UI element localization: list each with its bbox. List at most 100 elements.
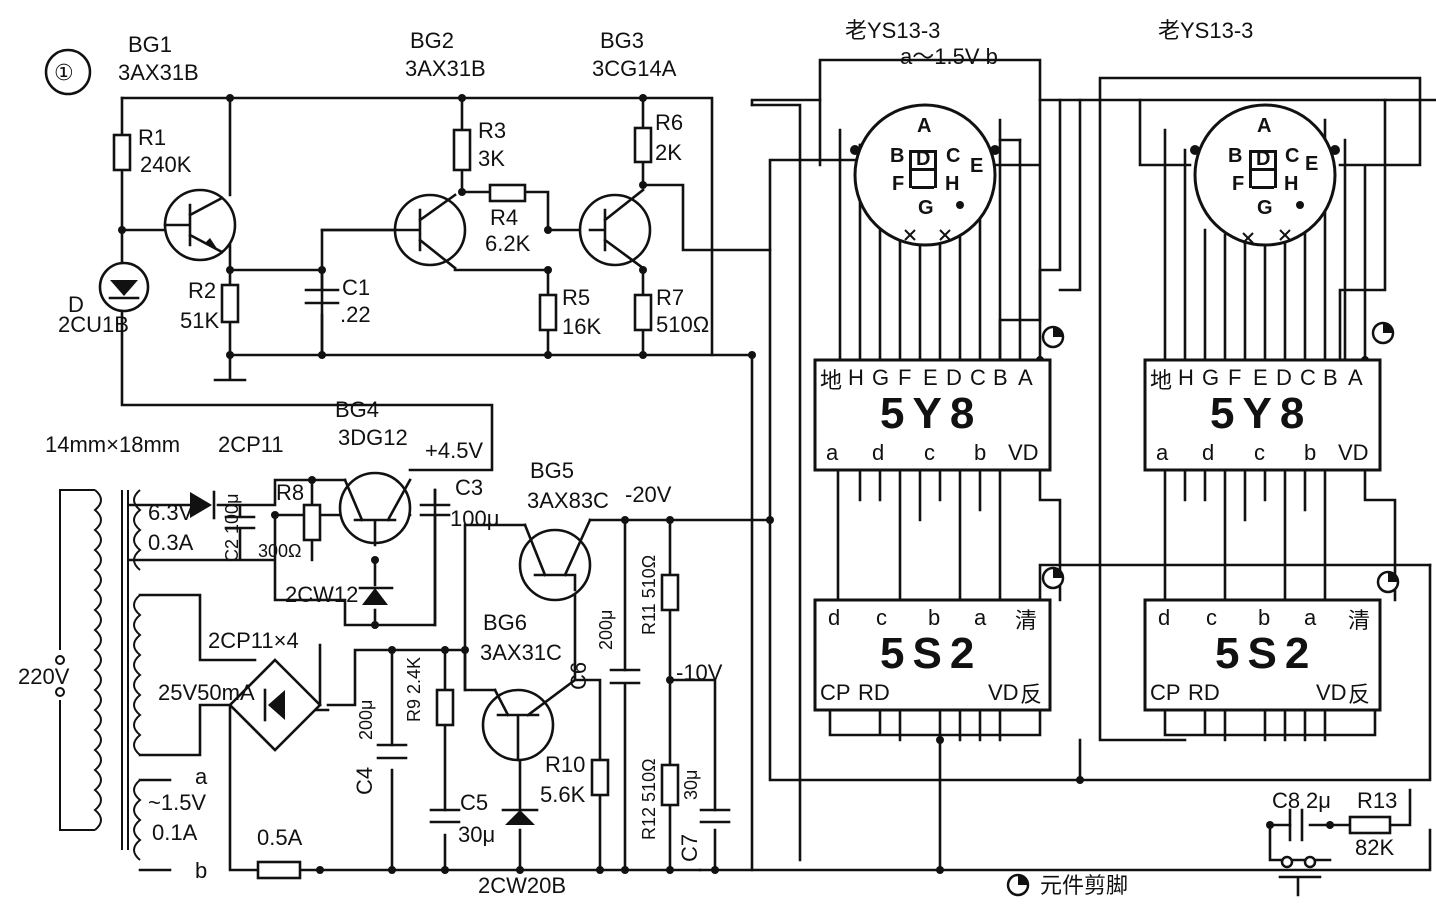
transistor-bg1 (163, 188, 237, 262)
bg6-name: BG6 (483, 610, 527, 635)
r8-value: 300Ω (258, 541, 302, 561)
bg4-name: BG4 (335, 397, 379, 422)
r10-name: R10 (545, 752, 585, 777)
ic-5y8-1 (813, 358, 1052, 472)
resistor-r10 (590, 758, 610, 797)
svg-text:B: B (993, 365, 1008, 390)
resistor-r8 (302, 503, 322, 542)
resistor-r4 (488, 183, 527, 203)
r1-name: R1 (138, 125, 166, 150)
tap-b: b (195, 858, 207, 883)
resistor-r9 (435, 688, 455, 727)
resistor-r11 (660, 573, 680, 612)
capacitor-c7 (699, 808, 731, 824)
bridge-model: 2CP11×4 (208, 628, 299, 653)
svg-text:CP: CP (820, 680, 851, 705)
svg-text:C: C (970, 365, 986, 390)
fuse-rating: 0.5A (257, 825, 303, 850)
bg2-model: 3AX31B (405, 56, 486, 81)
svg-text:A: A (1018, 365, 1033, 390)
zener2-model: 2CW20B (478, 873, 566, 898)
legend-clip: 元件剪脚 (1040, 873, 1128, 898)
supply-plus: +4.5V (425, 438, 483, 463)
bg3-model: 3CG14A (592, 56, 677, 81)
svg-text:F: F (898, 365, 911, 390)
svg-text:清: 清 (1015, 608, 1037, 633)
rectifier-model: 2CP11 (218, 432, 284, 457)
svg-text:G: G (918, 197, 934, 219)
r7-value: 510Ω (656, 312, 709, 337)
junction-dots (118, 94, 1369, 874)
svg-text:地: 地 (820, 368, 842, 393)
r11-label: R11 510Ω (639, 555, 659, 635)
fuse (256, 860, 302, 880)
r4-value: 6.2K (485, 231, 531, 256)
c6-name: C6 (566, 662, 591, 690)
transistor-bg2 (320, 193, 467, 270)
zener-2cw20b (505, 810, 535, 825)
r5-name: R5 (562, 285, 590, 310)
tube2-title: 老YS13-3 (1158, 18, 1253, 43)
c8-name: C8 (1272, 788, 1300, 813)
svg-text:VD: VD (988, 680, 1019, 705)
resistor-r7 (633, 293, 653, 332)
tap-a: a (195, 764, 208, 789)
resistor-r13 (1348, 815, 1392, 835)
svg-text:D: D (946, 365, 962, 390)
resistor-r1 (112, 133, 132, 172)
svg-text:G: G (872, 365, 889, 390)
r6-name: R6 (655, 110, 683, 135)
svg-text:a: a (826, 440, 839, 465)
svg-text:B: B (1323, 365, 1338, 390)
capacitor-c8 (1288, 808, 1304, 842)
bg1-name: BG1 (128, 32, 172, 57)
c5-name: C5 (460, 790, 488, 815)
svg-text:E: E (970, 155, 983, 177)
counter2-name: 5S2 (1215, 629, 1317, 678)
svg-text:G: G (1257, 197, 1273, 219)
capacitor-c6 (609, 668, 641, 685)
c8-value: 2μ (1306, 788, 1331, 813)
r10-value: 5.6K (540, 782, 586, 807)
r6-value: 2K (655, 140, 682, 165)
r2-value: 51K (180, 308, 219, 333)
transistor-bg4 (338, 471, 412, 547)
core-size: 14mm×18mm (45, 432, 180, 457)
bg1-model: 3AX31B (118, 60, 199, 85)
r4-name: R4 (490, 205, 518, 230)
c7-value: 30μ (681, 770, 701, 800)
svg-text:F: F (892, 173, 904, 195)
zener-2cw12 (362, 588, 388, 605)
figure-number: ① (54, 60, 74, 85)
svg-text:d: d (1158, 605, 1170, 630)
tube1-title: 老YS13-3 (845, 18, 940, 43)
svg-text:a: a (974, 605, 987, 630)
svg-text:c: c (1254, 440, 1265, 465)
mains-voltage: 220V (18, 664, 70, 689)
svg-text:H: H (1284, 173, 1298, 195)
wiring (120, 58, 1436, 872)
svg-text:F: F (1228, 365, 1241, 390)
decoder2-name: 5Y8 (1210, 389, 1312, 438)
winding3-voltage: ~1.5V (148, 790, 206, 815)
svg-text:a: a (1156, 440, 1169, 465)
resistor-r3 (452, 128, 472, 172)
svg-text:D: D (916, 148, 930, 170)
svg-text:B: B (890, 145, 904, 167)
c1-name: C1 (342, 275, 370, 300)
decoder1-name: 5Y8 (880, 389, 982, 438)
c3-name: C3 (455, 475, 483, 500)
capacitor-c2 (224, 515, 256, 530)
bg5-name: BG5 (530, 458, 574, 483)
ic-5s2-1 (813, 598, 1052, 712)
clip-marks (1006, 321, 1400, 897)
svg-text:c: c (1206, 605, 1217, 630)
diodes (98, 261, 539, 825)
svg-text:H: H (945, 173, 959, 195)
svg-text:D: D (1276, 365, 1292, 390)
capacitor-c4 (376, 743, 408, 760)
svg-text:清: 清 (1348, 608, 1370, 633)
bg2-name: BG2 (410, 28, 454, 53)
svg-text:C: C (946, 145, 960, 167)
svg-text:反: 反 (1020, 682, 1042, 707)
